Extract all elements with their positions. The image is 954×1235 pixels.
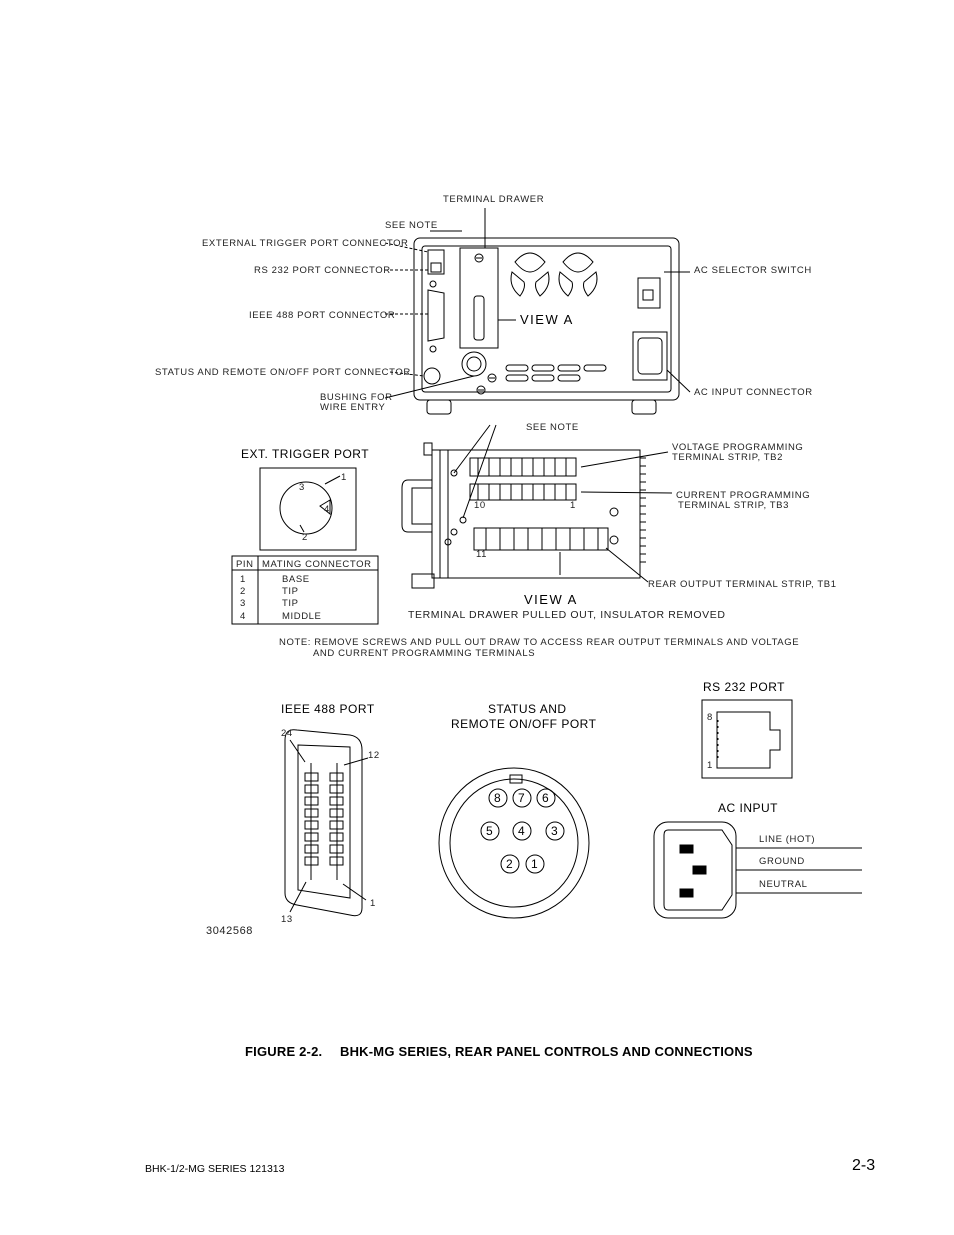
status-remote-connector-label: STATUS AND REMOTE ON/OFF PORT CONNECTOR: [155, 367, 411, 378]
status-pin-1: 1: [531, 857, 538, 871]
tb3-label-2: TERMINAL STRIP, TB3: [678, 500, 789, 511]
pin-table-row2-desc: TIP: [282, 586, 299, 597]
bushing-label-2: WIRE ENTRY: [320, 402, 386, 413]
ieee488-connector-label: IEEE 488 PORT CONNECTOR: [249, 310, 395, 321]
tb3-pin-1: 1: [570, 500, 576, 511]
status-pin-5: 5: [486, 824, 493, 838]
ext-trigger-pin-3: 3: [299, 482, 305, 493]
note-line-1: NOTE: REMOVE SCREWS AND PULL OUT DRAW TO…: [279, 637, 799, 648]
ext-trigger-pin-4: 4: [324, 504, 330, 515]
rs232-connector-label: RS 232 PORT CONNECTOR: [254, 265, 391, 276]
status-pin-7: 7: [518, 791, 525, 805]
figure-title: BHK-MG SERIES, REAR PANEL CONTROLS AND C…: [340, 1044, 753, 1059]
ieee488-pin-13: 13: [281, 914, 293, 925]
ac-input-connector-label: AC INPUT CONNECTOR: [694, 387, 813, 398]
footer-page-number: 2-3: [852, 1157, 876, 1174]
ac-input-drawing: [653, 821, 862, 919]
rs232-pin-1: 1: [707, 760, 713, 771]
ac-line-label: LINE (HOT): [759, 834, 815, 845]
ext-trigger-pin-1: 1: [341, 472, 347, 483]
rs232-title: RS 232 PORT: [703, 680, 785, 694]
ieee488-drawing: [284, 729, 369, 917]
ieee488-pin-12: 12: [368, 750, 380, 761]
pin-table-row4-pin: 4: [240, 611, 246, 622]
figure-labels: TERMINAL DRAWER SEE NOTE EXTERNAL TRIGGE…: [155, 194, 837, 937]
pin-table-row2-pin: 2: [240, 586, 246, 597]
tb1-pin-11: 11: [476, 549, 487, 560]
status-pin-6: 6: [542, 791, 549, 805]
status-pin-2: 2: [506, 857, 513, 871]
status-pin-8: 8: [494, 791, 501, 805]
ac-selector-label: AC SELECTOR SWITCH: [694, 265, 812, 276]
status-port-drawing: [438, 767, 590, 919]
status-port-title-2: REMOTE ON/OFF PORT: [451, 717, 597, 731]
view-a-drawing: [401, 424, 673, 589]
ext-trigger-title: EXT. TRIGGER PORT: [241, 447, 369, 461]
pin-table-row1-pin: 1: [240, 574, 246, 585]
status-pin-3: 3: [551, 824, 558, 838]
see-note-top-label: SEE NOTE: [385, 220, 438, 231]
status-port-title-1: STATUS AND: [488, 702, 567, 716]
pin-table-row3-pin: 3: [240, 598, 246, 609]
see-note-mid-label: SEE NOTE: [526, 422, 579, 433]
ieee488-pin-24: 24: [281, 728, 293, 739]
footer-doc-id: BHK-1/2-MG SERIES 121313: [145, 1163, 285, 1175]
pin-table-row3-desc: TIP: [282, 598, 299, 609]
ext-trigger-pin-2: 2: [302, 532, 308, 543]
note-line-2: AND CURRENT PROGRAMMING TERMINALS: [313, 648, 535, 659]
ac-ground-label: GROUND: [759, 856, 805, 867]
view-a-title: VIEW A: [524, 592, 578, 607]
pin-table-row4-desc: MIDDLE: [282, 611, 322, 622]
view-a-subtitle: TERMINAL DRAWER PULLED OUT, INSULATOR RE…: [408, 609, 726, 621]
figure-number: FIGURE 2-2.: [245, 1044, 323, 1059]
rear-panel-drawing: [384, 208, 691, 415]
tb1-label: REAR OUTPUT TERMINAL STRIP, TB1: [648, 579, 837, 590]
view-a-callout: VIEW A: [520, 312, 574, 327]
pin-table-header-mating: MATING CONNECTOR: [262, 559, 372, 570]
figure-caption: FIGURE 2-2. BHK-MG SERIES, REAR PANEL CON…: [245, 1044, 753, 1059]
terminal-drawer-label: TERMINAL DRAWER: [443, 194, 544, 205]
status-pin-4: 4: [518, 824, 525, 838]
tb2-label-2: TERMINAL STRIP, TB2: [672, 452, 783, 463]
rs232-drawing: [701, 699, 793, 779]
ieee488-pin-1: 1: [370, 898, 376, 909]
pin-table-row1-desc: BASE: [282, 574, 310, 585]
pin-table-header-pin: PIN: [236, 559, 254, 570]
ac-neutral-label: NEUTRAL: [759, 879, 808, 890]
tb3-label-1: CURRENT PROGRAMMING: [676, 490, 810, 501]
ext-trigger-connector-label: EXTERNAL TRIGGER PORT CONNECTOR: [202, 238, 409, 249]
ieee488-title: IEEE 488 PORT: [281, 702, 375, 716]
tb2-label-1: VOLTAGE PROGRAMMING: [672, 442, 803, 453]
bushing-label-1: BUSHING FOR: [320, 392, 393, 403]
ext-trigger-drawing: [231, 467, 379, 625]
drawing-number: 3042568: [206, 925, 253, 937]
rs232-pin-8: 8: [707, 712, 713, 723]
ac-input-title: AC INPUT: [718, 801, 778, 815]
tb3-pin-10: 10: [474, 500, 486, 511]
